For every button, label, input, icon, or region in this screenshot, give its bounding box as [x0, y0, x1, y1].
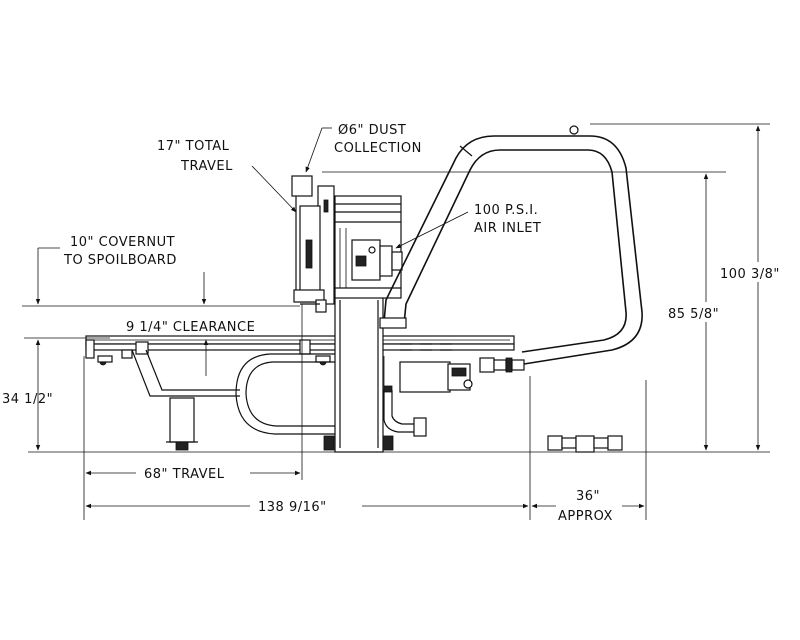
approx-label-line2: APPROX	[558, 509, 613, 524]
clearance-label: 9 1/4" CLEARANCE	[126, 320, 255, 335]
length-label: 138 9/16"	[258, 500, 327, 515]
covernut-label-line1: 10" COVERNUT	[70, 235, 175, 250]
covernut-label-line2: TO SPOILBOARD	[63, 253, 177, 268]
height-left-label: 34 1/2"	[2, 392, 53, 407]
travel-label-line2: TRAVEL	[180, 159, 233, 174]
machine-outline	[28, 125, 770, 453]
dimension-labels: Ø6" DUST COLLECTION 17" TOTAL TRAVEL 100…	[2, 123, 798, 524]
approx-label-line1: 36"	[576, 489, 600, 504]
dimension-lines	[22, 123, 770, 520]
air-inlet-label-line1: 100 P.S.I.	[474, 203, 538, 218]
dust-label-line1: Ø6" DUST	[338, 123, 406, 138]
dust-label-line2: COLLECTION	[334, 141, 422, 156]
height-mid-label: 85 5/8"	[668, 307, 719, 322]
height-total-label: 100 3/8"	[720, 267, 780, 282]
travel-label-line1: 17" TOTAL	[157, 139, 230, 154]
x-travel-label: 68" TRAVEL	[144, 467, 225, 482]
air-inlet-label-line2: AIR INLET	[474, 221, 541, 236]
